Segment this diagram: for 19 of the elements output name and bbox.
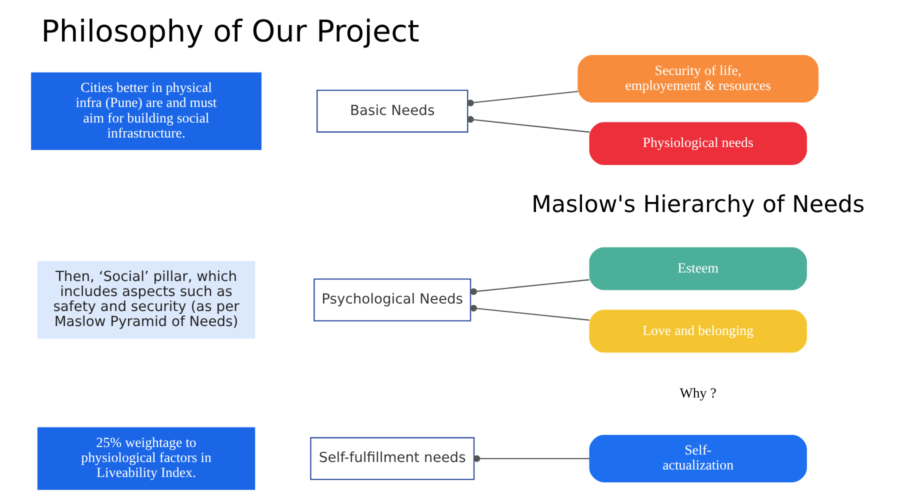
node-box: Physiological needs xyxy=(589,122,807,166)
node-box: Basic Needs xyxy=(316,90,468,133)
label: Why ? xyxy=(680,386,716,402)
node-box: Psychological Needs xyxy=(314,278,472,322)
node-box: Then, ‘Social’ pillar, which includes aspects such as safety and security (as per Maslow Pyramid of Needs) xyxy=(37,261,256,339)
diagram-title: Philosophy of Our Project xyxy=(41,14,420,50)
node-box: 25% weightage to physiological factors in Liveability Index. xyxy=(37,427,256,490)
node-box: Love and belonging xyxy=(589,310,807,353)
node-box: Self-actualization xyxy=(589,434,807,482)
connector xyxy=(467,90,578,106)
connector xyxy=(467,116,590,133)
node-box: Self-fulfillment needs xyxy=(310,437,475,480)
node-box: Esteem xyxy=(589,247,807,290)
connector xyxy=(473,455,590,462)
caption: Maslow's Hierarchy of Needs xyxy=(532,192,865,218)
node-box: Security of life, employement & resources xyxy=(578,55,819,102)
connector xyxy=(470,304,590,321)
node-box: Cities better in physical infra (Pune) are and must aim for building social infrastructure. xyxy=(31,72,262,150)
connector xyxy=(470,279,590,296)
